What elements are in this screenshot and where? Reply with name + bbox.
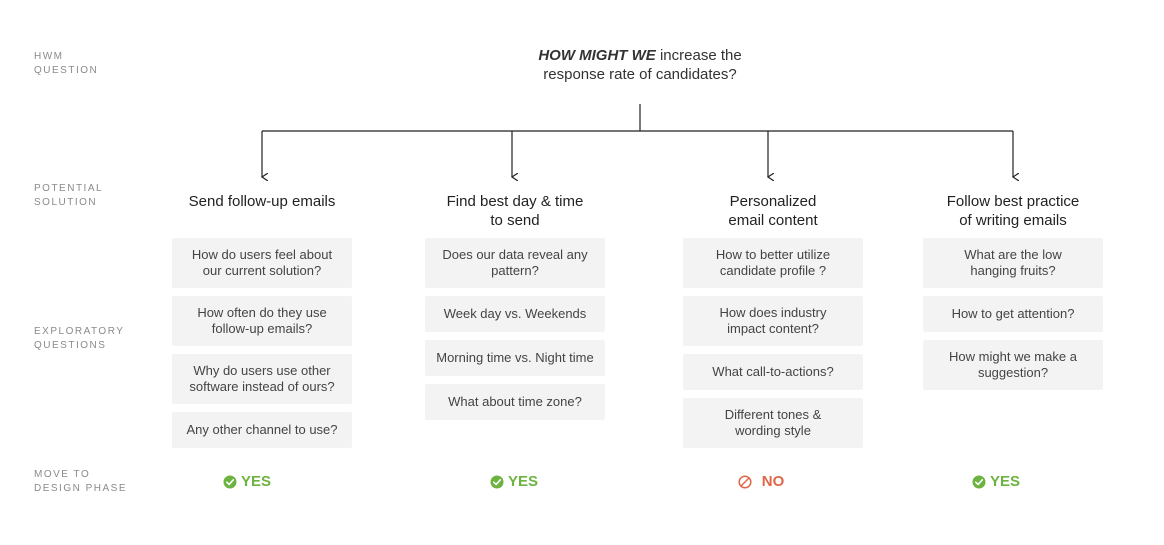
question-line: How often do they use [197, 305, 327, 320]
question-line: suggestion? [977, 365, 1049, 380]
row-label-line: EXPLORATORY [34, 326, 125, 337]
question-card: How to better utilize candidate profile … [683, 238, 863, 288]
question-line: Different tones & [724, 407, 822, 422]
question-line: hanging fruits? [970, 263, 1056, 278]
question-line: wording style [735, 423, 811, 438]
question-line: pattern? [491, 263, 539, 278]
question-card: Why do users use other software instead … [172, 354, 352, 404]
row-label-line: QUESTIONS [34, 340, 107, 351]
decision-yes: YES [906, 473, 1086, 491]
row-label-line: MOVE TO [34, 469, 91, 480]
question-line: What about time zone? [448, 394, 582, 409]
question-line: How might we make a [949, 349, 1077, 364]
question-line: impact content? [727, 321, 819, 336]
hmw-question-line2: response rate of candidates? [543, 66, 737, 83]
question-line: How to better utilize [715, 247, 831, 262]
question-card: Week day vs. Weekends [425, 296, 605, 332]
hmw-question: HOW MIGHT WE increase the response rate … [490, 46, 790, 84]
question-card: How does industry impact content? [683, 296, 863, 346]
question-card: What about time zone? [425, 384, 605, 420]
question-line: Why do users use other [193, 363, 331, 378]
solution-title: Find best day & time to send [425, 192, 605, 232]
question-card: Morning time vs. Night time [425, 340, 605, 376]
check-circle-icon [972, 475, 986, 489]
hmw-question-text: increase the [659, 47, 742, 64]
decision-label: YES [989, 473, 1020, 490]
solution-title-line: Personalized [729, 193, 817, 210]
row-label-line: SOLUTION [34, 197, 98, 208]
decision-label: YES [507, 473, 538, 490]
solution-title-line: email content [728, 212, 818, 229]
question-card: Different tones & wording style [683, 398, 863, 448]
question-card: How to get attention? [923, 296, 1103, 332]
row-label-line: POTENTIAL [34, 183, 104, 194]
question-card: Does our data reveal any pattern? [425, 238, 605, 288]
solution-title-line: Find best day & time [446, 193, 584, 210]
question-line: Morning time vs. Night time [436, 350, 594, 365]
row-label-exploratory-questions: EXPLORATORY QUESTIONS [34, 325, 144, 353]
row-label-hwm-question: HWM QUESTION [34, 50, 144, 78]
solution-title-line: Follow best practice [946, 193, 1080, 210]
question-line: What call-to-actions? [712, 364, 834, 379]
decision-yes: YES [424, 473, 604, 491]
solution-title: Send follow-up emails [172, 192, 352, 232]
question-card: What call-to-actions? [683, 354, 863, 390]
row-label-line: HWM [34, 51, 64, 62]
question-line: What are the low [964, 247, 1062, 262]
solution-title-line: of writing emails [959, 212, 1067, 229]
question-line: our current solution? [202, 263, 322, 278]
question-line: How does industry [719, 305, 827, 320]
solution-title-line: to send [490, 212, 540, 229]
solution-column-2: Find best day & time to send Does our da… [425, 192, 605, 428]
check-circle-icon [490, 475, 504, 489]
question-line: Any other channel to use? [186, 422, 338, 437]
row-label-line: QUESTION [34, 65, 99, 76]
question-card: How often do they use follow-up emails? [172, 296, 352, 346]
question-line: software instead of ours? [189, 379, 335, 394]
solution-title: Personalized email content [683, 192, 863, 232]
solution-column-1: Send follow-up emails How do users feel … [172, 192, 352, 456]
decision-yes: YES [157, 473, 337, 491]
decision-no: NO [671, 473, 851, 491]
question-card: How do users feel about our current solu… [172, 238, 352, 288]
tree-connectors [0, 104, 1164, 200]
hmw-question-line1: HOW MIGHT WE increase the [490, 46, 790, 65]
solution-title: Follow best practice of writing emails [923, 192, 1103, 232]
solution-title-line: Send follow-up emails [188, 193, 336, 210]
question-line: How to get attention? [951, 306, 1075, 321]
row-label-potential-solution: POTENTIAL SOLUTION [34, 182, 144, 210]
question-line: Week day vs. Weekends [443, 306, 587, 321]
row-label-move-to-design: MOVE TO DESIGN PHASE [34, 468, 144, 496]
question-card: Any other channel to use? [172, 412, 352, 448]
solution-column-4: Follow best practice of writing emails W… [923, 192, 1103, 398]
question-line: Does our data reveal any [442, 247, 588, 262]
question-line: follow-up emails? [211, 321, 313, 336]
hmw-emphasis: HOW MIGHT WE [538, 47, 656, 64]
question-card: What are the low hanging fruits? [923, 238, 1103, 288]
decision-label: NO [761, 473, 785, 490]
decision-label: YES [240, 473, 271, 490]
row-label-line: DESIGN PHASE [34, 483, 128, 494]
question-line: candidate profile ? [719, 263, 827, 278]
solution-column-3: Personalized email content How to better… [683, 192, 863, 456]
prohibited-icon [738, 475, 752, 489]
check-circle-icon [223, 475, 237, 489]
question-card: How might we make a suggestion? [923, 340, 1103, 390]
question-line: How do users feel about [191, 247, 333, 262]
